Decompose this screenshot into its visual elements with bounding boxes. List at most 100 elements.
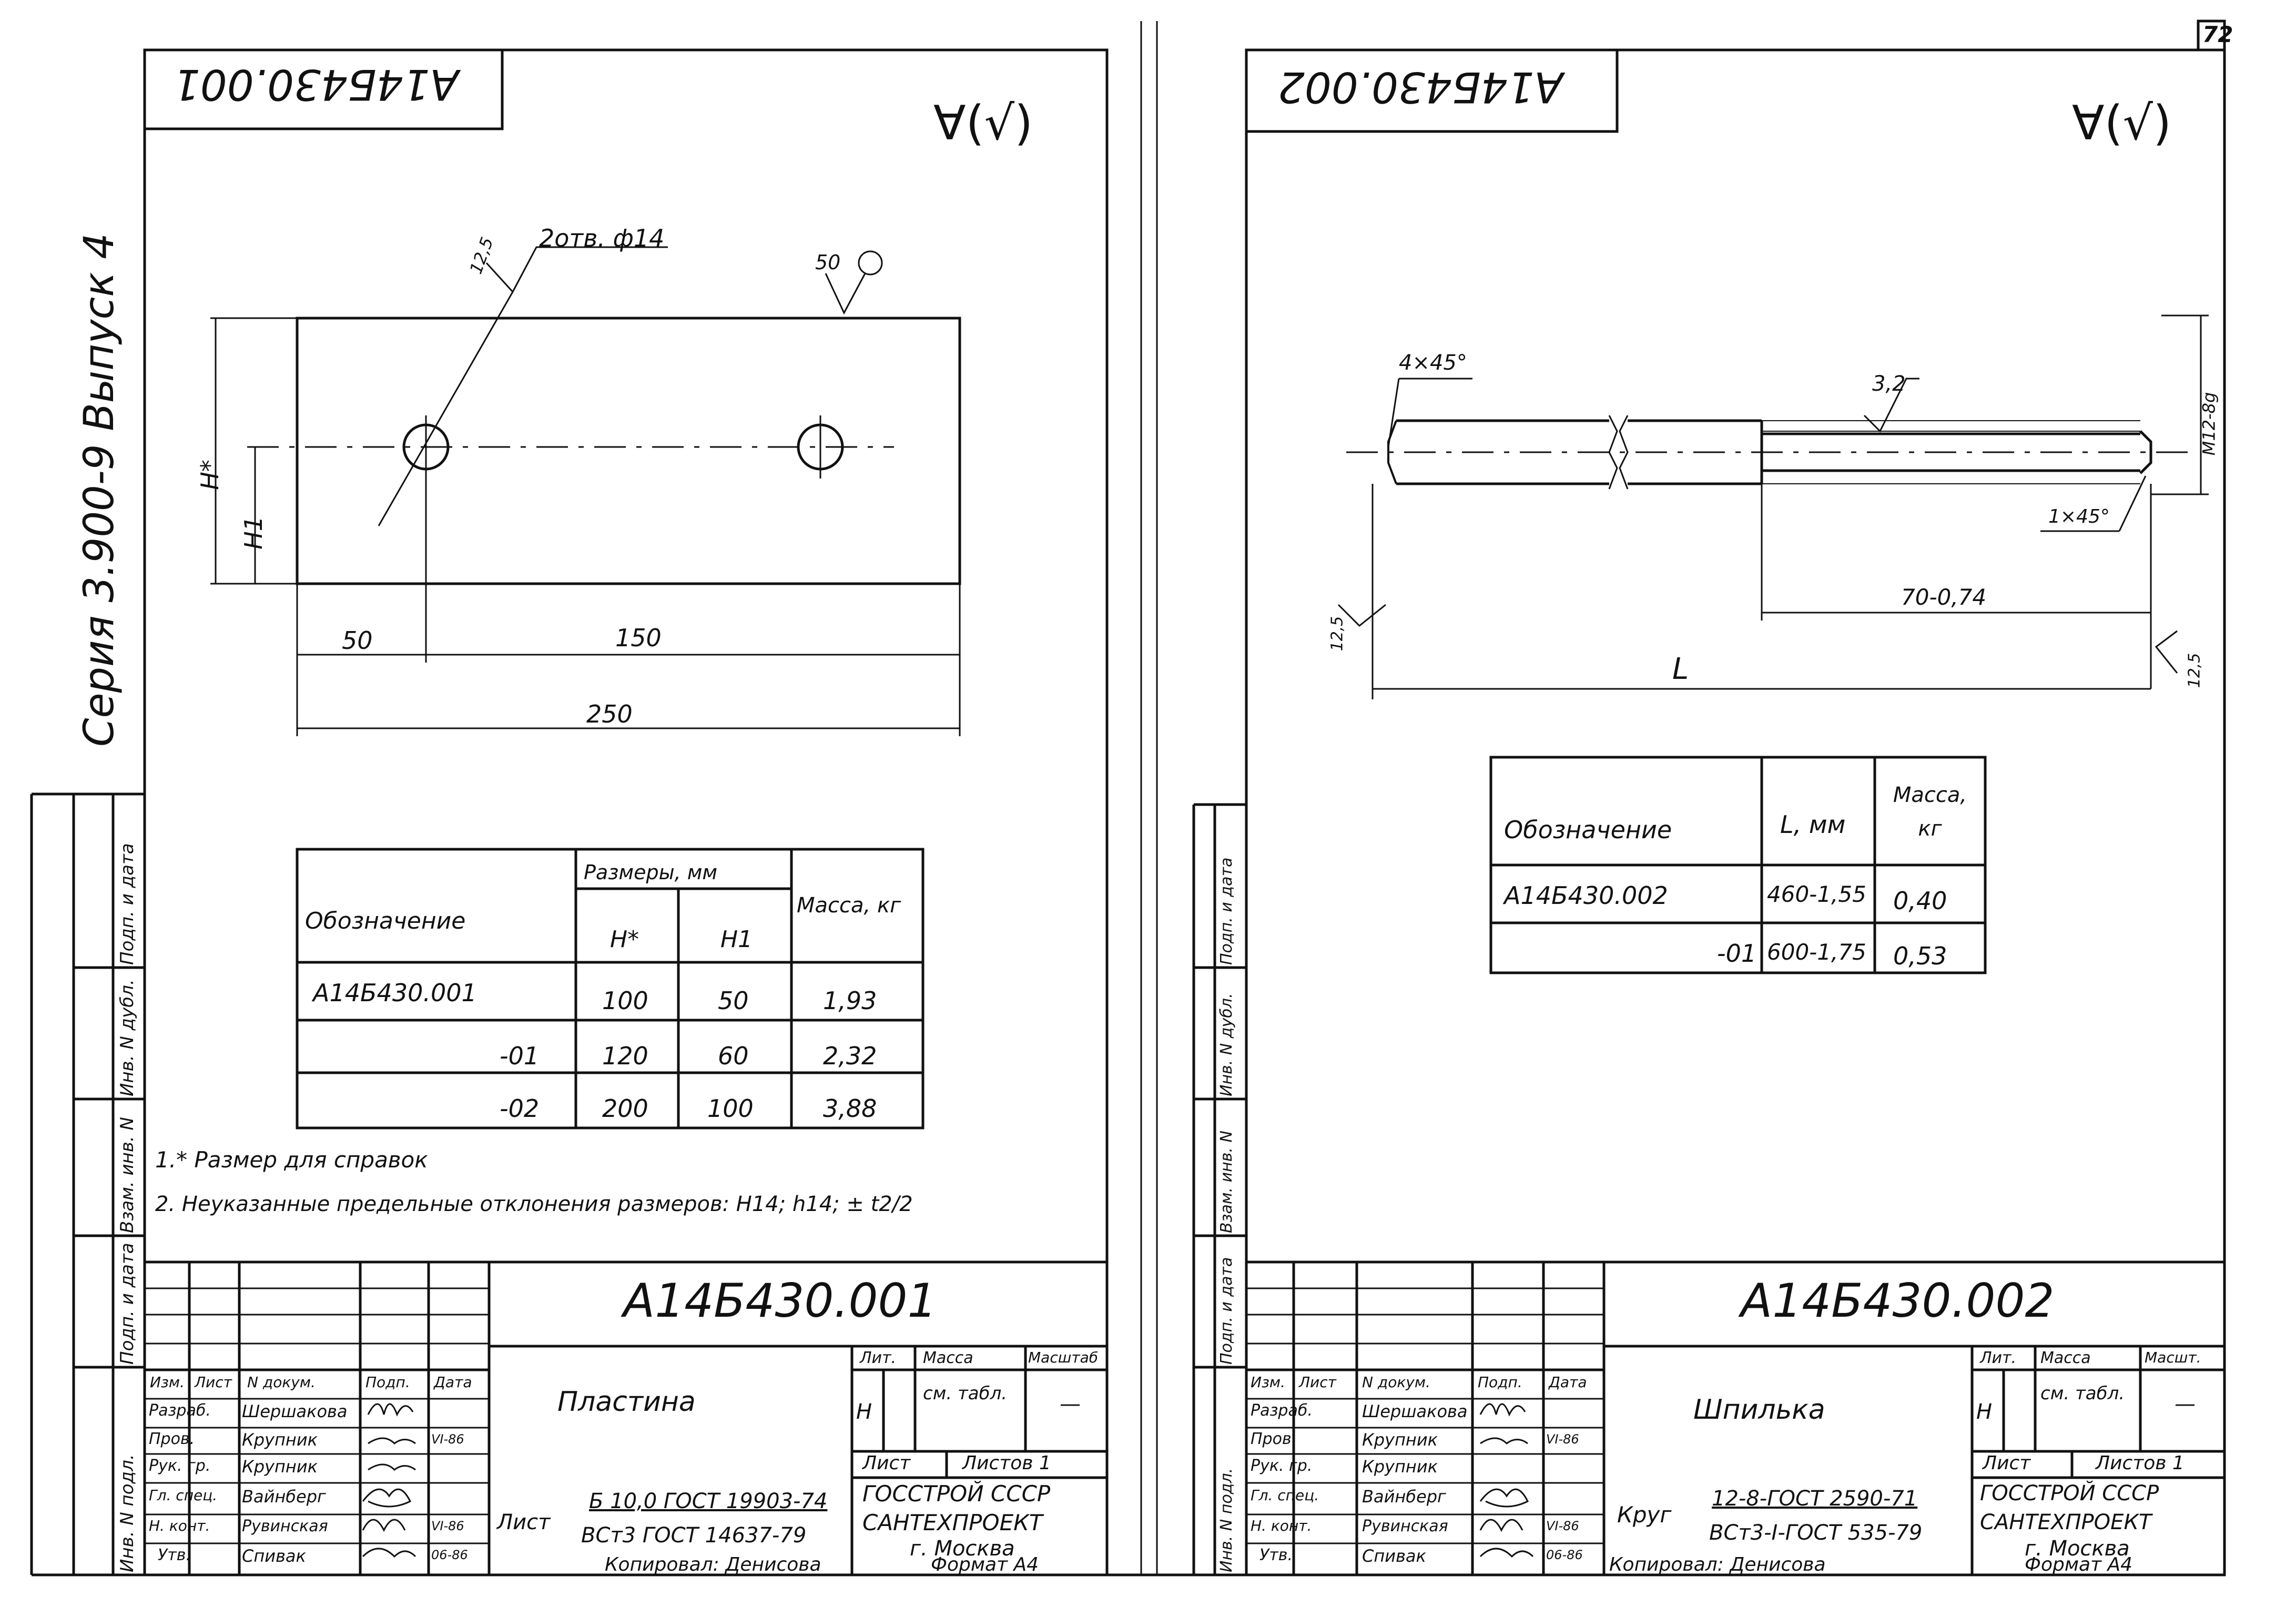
stamp-left-material-1: Лист [497, 1510, 551, 1534]
stamp-right-name-1: Крупник [1362, 1430, 1438, 1450]
hole-note: 2отв. ф14 [539, 224, 665, 252]
table-right-row2-l: 600-1,75 [1767, 939, 1866, 965]
stamp-right-name-5: Спивак [1362, 1546, 1426, 1566]
table-left-row1-h-star: 100 [602, 986, 648, 1015]
stamp-right-org-3: г. Москва [2025, 1537, 2130, 1561]
stamp-left-org-3: г. Москва [910, 1537, 1015, 1561]
table-left-row1-designation: А14Б430.001 [313, 979, 477, 1007]
stamp-left-material-2: Б 10,0 ГОСТ 19903-74 [589, 1489, 828, 1513]
stamp-right-massa: Масса [2040, 1349, 2091, 1367]
stamp-right-masshtab: Масшт. [2145, 1349, 2201, 1366]
dim-l: L [1672, 652, 1689, 686]
stamp-right-material-3: ВСт3-I-ГОСТ 535-79 [1709, 1521, 1923, 1545]
note-2: 2. Неуказанные предельные отклонения раз… [155, 1192, 913, 1216]
stamp-left-copied: Копировал: Денисова [605, 1554, 821, 1575]
stamp-right-lit: Лит. [1980, 1349, 2017, 1367]
stamp-right-col-list: Лист [1299, 1374, 1336, 1391]
stamp-left-col-ndok: N докум. [247, 1374, 316, 1391]
stamp-right-name-0: Шершакова [1362, 1401, 1468, 1421]
table-left-row3-h1: 100 [707, 1094, 754, 1123]
stamp-left-massa-value: см. табл. [923, 1383, 1008, 1404]
stamp-right-role-0: Разраб. [1251, 1401, 1313, 1420]
stamp-right-name-3: Вайнберг [1362, 1487, 1446, 1507]
table-right-row1-designation: А14Б430.002 [1504, 881, 1668, 910]
stamp-right-massa-value: см. табл. [2040, 1383, 2125, 1404]
stamp-left-col-list: Лист [195, 1374, 232, 1391]
stamp-right-role-4: Н. конт. [1251, 1517, 1312, 1534]
stamp-left-col-izm: Изм. [150, 1374, 185, 1391]
roughness-left-r: 12,5 [1328, 616, 1347, 652]
stamp-right-format: Формат А4 [2025, 1554, 2133, 1575]
stamp-right-listov: Листов 1 [2096, 1452, 2185, 1474]
stamp-left-col-podp: Подп. [365, 1374, 410, 1391]
table-right-header-designation: Обозначение [1504, 816, 1672, 844]
table-left-row1-mass: 1,93 [823, 986, 877, 1015]
stamp-left-org-1: ГОССТРОЙ СССР [862, 1481, 1051, 1507]
table-left-row2-designation: -01 [500, 1042, 540, 1070]
stamp-left-lit-value: Н [856, 1400, 872, 1424]
note-1: 1.* Размер для справок [155, 1147, 428, 1173]
stamp-left-role-4: Н. конт. [149, 1517, 210, 1534]
stamp-right-name: Шпилька [1693, 1394, 1825, 1426]
table-left-header-mass: Масса, кг [797, 893, 901, 918]
table-left-row3-mass: 3,88 [823, 1094, 877, 1123]
table-left-header-h-star: H* [610, 926, 639, 953]
table-left-row1-h1: 50 [718, 986, 749, 1015]
stamp-left-format: Формат А4 [931, 1554, 1039, 1575]
stamp-left-list: Лист [862, 1452, 911, 1474]
stamp-right-material-2: 12-8-ГОСТ 2590-71 [1712, 1487, 1918, 1511]
thread-label: М12-8g [2199, 392, 2219, 456]
stamp-left-name-4: Рувинская [242, 1517, 328, 1535]
stamp-left-material-3: ВСт3 ГОСТ 14637-79 [581, 1523, 807, 1548]
table-right-row1-l: 460-1,55 [1767, 881, 1866, 907]
stamp-right-col-ndok: N докум. [1362, 1374, 1430, 1391]
stamp-left-date-1: VI-86 [431, 1519, 464, 1533]
table-left-header-designation: Обозначение [305, 908, 466, 934]
table-left-header-sizes: Размеры, мм [584, 861, 718, 884]
table-right-row1-mass: 0,40 [1893, 887, 1947, 915]
dim-50: 50 [342, 626, 373, 655]
stamp-right-date-1: VI-86 [1546, 1519, 1579, 1533]
stamp-left-col-data: Дата [434, 1374, 472, 1391]
stamp-left-role-1: Пров. [149, 1430, 195, 1448]
stamp-right-role-1: Пров. [1251, 1430, 1297, 1448]
stamp-right-col-izm: Изм. [1251, 1374, 1285, 1391]
roughness-mark-right: ∀(√) [2072, 96, 2172, 151]
stamp-right-role-3: Гл. спец. [1251, 1487, 1319, 1504]
table-right-header-l: L, мм [1780, 810, 1846, 839]
stamp-left-masshtab-value: — [1060, 1392, 1081, 1416]
stamp-left-date-2: 06-86 [431, 1548, 468, 1562]
stamp-right-org-2: САНТЕХПРОЕКТ [1980, 1510, 2152, 1534]
title-mirror-right: А14Б430.002 [1278, 63, 1563, 111]
stamp-left-name-2: Крупник [242, 1457, 318, 1477]
table-left-row2-h1: 60 [718, 1042, 749, 1070]
table-left-row2-mass: 2,32 [823, 1042, 877, 1070]
roughness-circle: 50 [815, 251, 841, 274]
stamp-left-name-1: Крупник [242, 1430, 318, 1450]
stamp-right-org-1: ГОССТРОЙ СССР [1980, 1481, 2159, 1506]
stamp-left-lit: Лит. [860, 1349, 897, 1367]
stamp-right-list: Лист [1983, 1452, 2031, 1474]
roughness-mark-left: ∀(√) [933, 96, 1033, 151]
stamp-left-org-2: САНТЕХПРОЕКТ [862, 1510, 1043, 1535]
stamp-right-masshtab-value: — [2175, 1392, 2196, 1416]
stamp-right-role-5: Утв. [1259, 1546, 1293, 1564]
stamp-left-name-5: Спивак [242, 1546, 306, 1566]
chamfer-right: 1×45° [2048, 506, 2110, 527]
stamp-left-code: А14Б430.001 [623, 1274, 937, 1328]
table-left-row2-h-star: 120 [602, 1042, 648, 1070]
stamp-left-role-3: Гл. спец. [149, 1487, 218, 1504]
stamp-left-date-0: VI-86 [431, 1432, 464, 1447]
stamp-left-name: Пластина [557, 1386, 696, 1418]
stamp-left-name-0: Шершакова [242, 1401, 348, 1421]
roughness-right-r: 12,5 [2185, 653, 2204, 688]
table-right-row2-designation: -01 [1717, 939, 1757, 968]
stamp-right-copied: Копировал: Денисова [1609, 1554, 1826, 1575]
stamp-left-massa: Масса [923, 1349, 973, 1367]
stamp-right-col-podp: Подп. [1478, 1374, 1522, 1391]
stamp-left-listov: Листов 1 [962, 1452, 1051, 1474]
dim-70: 70-0,74 [1901, 584, 1987, 610]
stamp-right-role-2: Рук. гр. [1251, 1457, 1313, 1475]
roughness-32: 3,2 [1872, 372, 1906, 396]
dim-250: 250 [586, 700, 633, 728]
